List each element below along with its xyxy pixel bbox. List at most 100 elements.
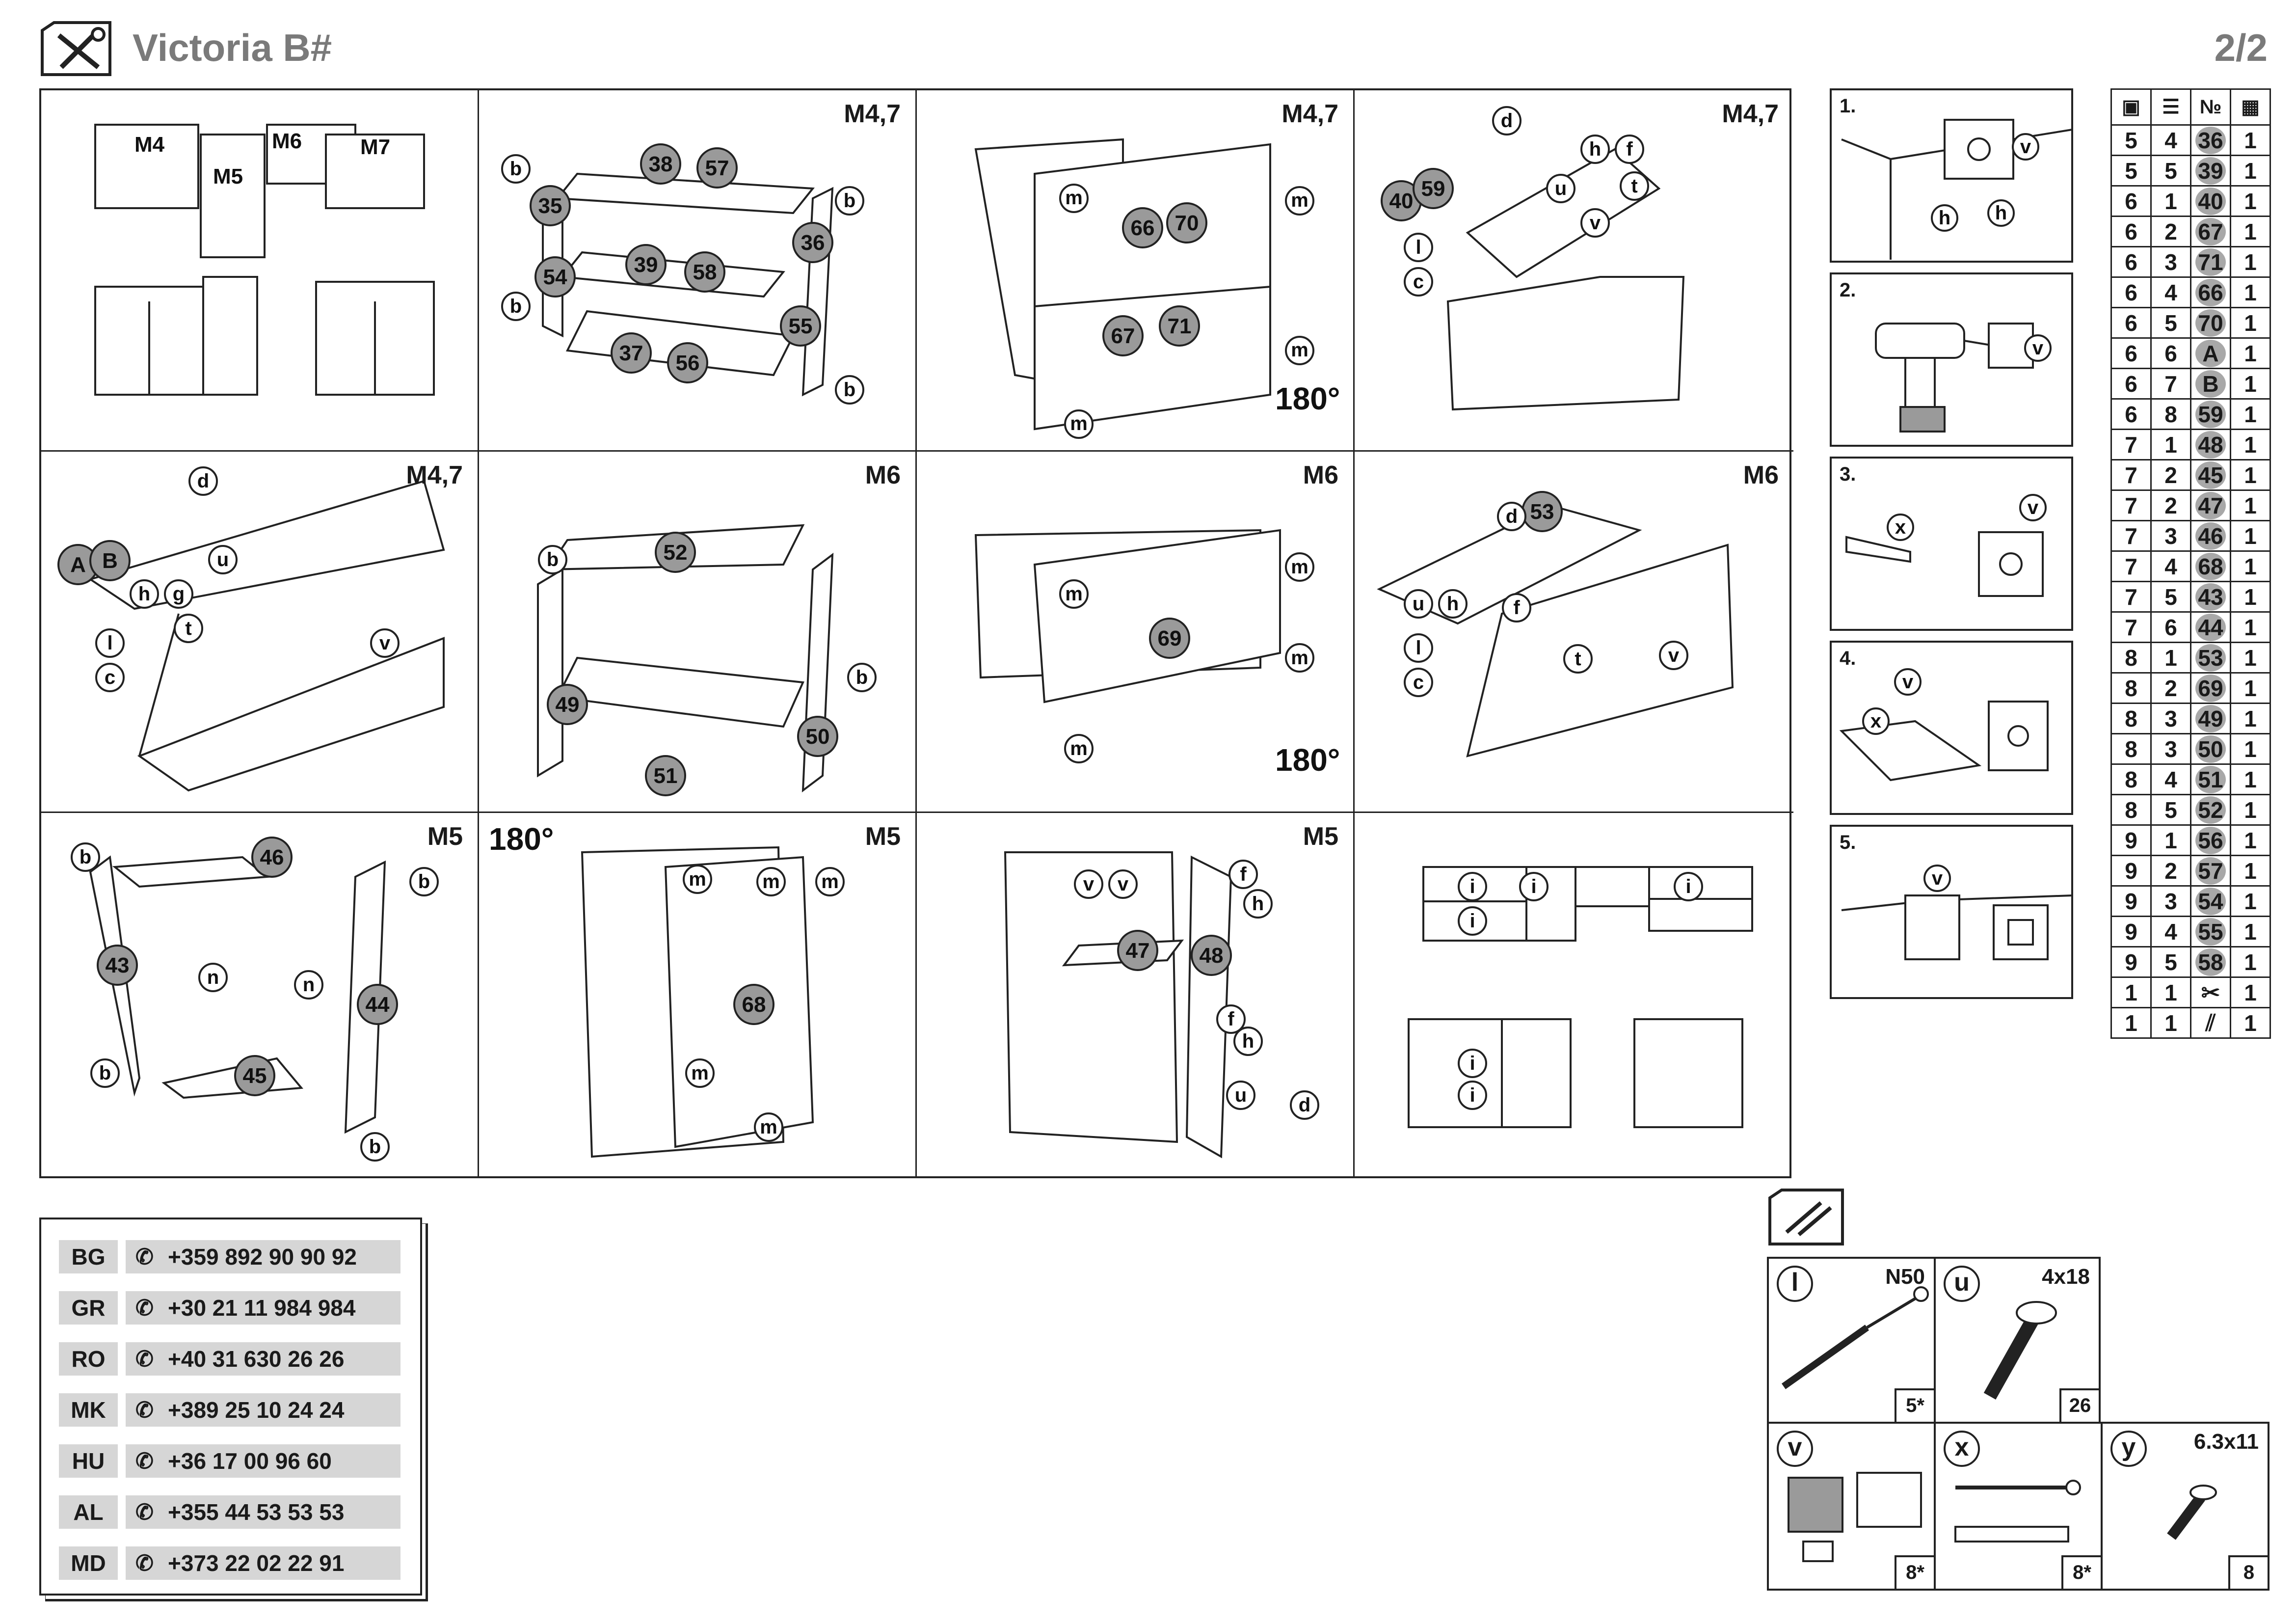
hanging-drawing: v	[1841, 865, 2072, 960]
part-number-cell: 43	[2190, 581, 2231, 613]
parts-cell: 1	[2230, 763, 2271, 795]
module-label: M4,7	[406, 461, 463, 489]
module-label: M4,7	[844, 100, 901, 128]
part-number-cell: 70	[2190, 307, 2231, 339]
hardware-marker: b	[538, 545, 567, 574]
assembly-step-cell: A B d u h g t l c v M4,7	[41, 452, 479, 813]
hardware-marker: i	[1458, 1081, 1487, 1110]
screw-icon	[1983, 1301, 2057, 1400]
svg-text:45: 45	[243, 1064, 267, 1088]
part-number-badge: 51	[645, 755, 686, 796]
page-number: 2/2	[2214, 26, 2268, 69]
bracket-icon	[1788, 1472, 1922, 1562]
svg-text:m: m	[762, 871, 780, 893]
parts-cell: 6	[2110, 276, 2152, 308]
hardware-marker: h	[1243, 889, 1273, 919]
assembly-step-cell: 40 59 d h f u t l c v M4,7	[1355, 90, 1793, 452]
parts-cell: 8	[2110, 672, 2152, 704]
hardware-marker: n	[294, 970, 323, 1000]
svg-text:b: b	[418, 871, 430, 893]
svg-text:b: b	[510, 296, 522, 317]
parts-cell: 1	[2230, 794, 2271, 826]
part-number-badge: 48	[1191, 935, 1232, 976]
hardware-marker: d	[188, 466, 218, 496]
part-number-cell: 71	[2190, 246, 2231, 278]
mount-step: 5. v	[1830, 825, 2073, 999]
svg-text:b: b	[547, 549, 559, 570]
parts-cell: 6	[2110, 398, 2152, 430]
assembly-step-cell: i i i i i i	[1355, 813, 1793, 1178]
parts-cell: 2	[2150, 216, 2191, 247]
hardware-marker: i	[1458, 872, 1487, 901]
hardware-marker: b	[835, 186, 864, 216]
fitting-icon: ⫽	[2190, 1007, 2231, 1039]
package-icon: ▣	[2110, 88, 2152, 126]
assembly-step-cell: 38 57 35 36 54 39 58 55 37 56 b b b b M4…	[479, 90, 917, 452]
hardware-marker: m	[1064, 734, 1094, 763]
assembly-step-cell: 46 43 44 45 b b n n b b M5	[41, 813, 479, 1178]
svg-text:f: f	[1228, 1008, 1234, 1030]
svg-text:m: m	[1065, 583, 1083, 605]
parts-cell: 3	[2150, 703, 2191, 734]
hardware-marker: v	[1108, 869, 1138, 899]
contact-row: MD✆+373 22 02 22 91	[59, 1546, 400, 1580]
svg-text:b: b	[369, 1136, 381, 1158]
parts-cell: 7	[2150, 368, 2191, 400]
hardware-item: y 6.3x11 8	[2101, 1422, 2269, 1591]
svg-text:h: h	[138, 583, 150, 605]
svg-text:m: m	[1070, 413, 1088, 434]
hardware-marker: m	[815, 867, 845, 896]
part-number-badge: 44	[357, 984, 398, 1025]
hardware-marker: m	[685, 1058, 715, 1088]
hardware-marker: x	[1862, 707, 1890, 735]
parts-cell: 6	[2110, 307, 2152, 339]
assembly-step-cell: 68 m m m m m 180° M5	[479, 813, 917, 1178]
module-label: M5	[213, 164, 243, 189]
svg-text:v: v	[1902, 671, 1914, 693]
parts-cell: 4	[2150, 276, 2191, 308]
svg-text:h: h	[1242, 1030, 1254, 1052]
svg-text:c: c	[1413, 271, 1424, 293]
svg-text:v: v	[2032, 337, 2044, 359]
parts-cell: 6	[2110, 216, 2152, 247]
phone-icon: ✆	[135, 1347, 154, 1371]
mount-step: 4. v x	[1830, 641, 2073, 815]
phone-icon: ✆	[135, 1449, 154, 1473]
assembly-drawing: 46 43 44 45 b b n n b b	[71, 837, 439, 1162]
part-number-badge: 46	[251, 837, 293, 878]
svg-text:v: v	[379, 632, 391, 654]
svg-text:m: m	[1291, 189, 1308, 211]
assembly-drawing: A B d u h g t l c v	[57, 466, 445, 792]
hardware-marker: m	[1059, 184, 1089, 213]
svg-text:v: v	[1590, 212, 1601, 234]
parts-cell: 1	[2150, 185, 2191, 217]
svg-text:m: m	[689, 868, 706, 890]
hardware-marker: i	[1674, 872, 1703, 901]
parts-cell: 6	[2110, 368, 2152, 400]
mount-step: 1. v h h	[1830, 88, 2073, 263]
parts-cell: 1	[2230, 429, 2271, 460]
parts-cell: 1	[2230, 337, 2271, 369]
parts-cell: 6	[2110, 337, 2152, 369]
svg-text:56: 56	[676, 351, 700, 375]
hardware-marker: h	[1931, 204, 1958, 232]
parts-cell: 7	[2110, 489, 2152, 521]
part-number-cell: 45	[2190, 459, 2231, 491]
part-number-badge: 55	[780, 305, 821, 347]
hardware-marker: m	[1059, 579, 1089, 609]
parts-cell: 5	[2110, 124, 2152, 156]
hardware-marker: l	[1404, 633, 1433, 663]
hardware-marker: v	[1923, 865, 1951, 892]
svg-text:d: d	[1501, 110, 1513, 132]
tools-icon: ✂	[2190, 976, 2231, 1008]
parts-cell: 1	[2230, 459, 2271, 491]
parts-cell: 5	[2150, 307, 2191, 339]
